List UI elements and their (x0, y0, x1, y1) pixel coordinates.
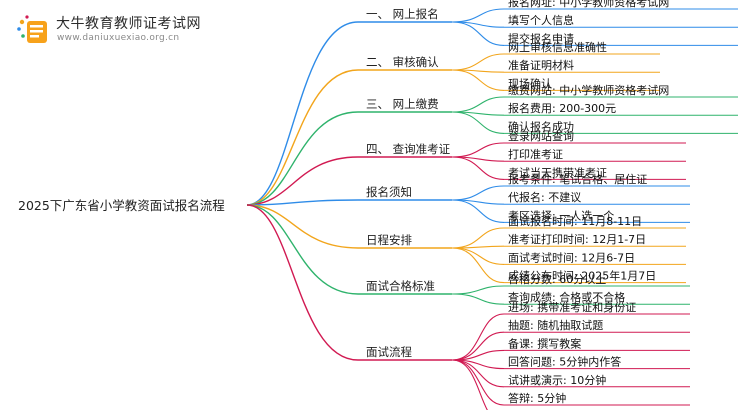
leaf-label: 答辩: 5分钟 (508, 391, 566, 405)
branch-label: 三、 网上缴费 (366, 97, 439, 111)
branch-to-leaf-connector (451, 142, 505, 158)
leaf-label: 合格分数: 60分以上 (508, 272, 606, 286)
root-to-branch-connector (246, 156, 359, 206)
leaf-label: 回答问题: 5分钟内作答 (508, 355, 621, 369)
branch-to-leaf-connector (451, 359, 488, 410)
root-to-branch-connector (246, 21, 359, 206)
brand-logo (14, 12, 52, 46)
leaf-label: 成绩公布时间: 2025年1月7日 (508, 269, 656, 283)
branch-to-leaf-connector (451, 69, 505, 91)
branch-to-leaf-connector (451, 247, 505, 265)
branch-to-leaf-connector (451, 247, 505, 284)
branch-label: 四、 查询准考证 (366, 142, 451, 156)
branch-to-leaf-connector (451, 53, 505, 71)
branch-label: 二、 审核确认 (366, 55, 439, 69)
leaf-label: 进场: 携带准考证和身份证 (508, 300, 636, 314)
branch-to-leaf-connector (451, 21, 505, 46)
leaf-label: 提交报名申请 (508, 31, 574, 45)
branch-to-leaf-connector (451, 111, 505, 134)
branch-to-leaf-connector (451, 313, 505, 361)
branch-to-leaf-connector (451, 227, 505, 249)
branch-to-leaf-connector (451, 8, 505, 23)
root-to-branch-connector (246, 199, 359, 206)
brand-name: 大牛教育教师证考试网 (56, 16, 201, 32)
root-to-branch-connector (246, 69, 359, 206)
leaf-label: 备课: 撰写教案 (508, 336, 581, 350)
leaf-label: 确认报名成功 (508, 119, 574, 133)
branch-label: 日程安排 (366, 233, 412, 247)
leaf-label: 准备证明材料 (508, 58, 574, 72)
leaf-label: 现场确认 (508, 76, 552, 90)
branch-to-leaf-connector (451, 359, 505, 406)
leaf-label: 代报名: 不建议 (508, 190, 581, 204)
leaf-label: 报考条件: 笔试合格、居住证 (508, 172, 647, 186)
leaf-label: 试讲或演示: 10分钟 (508, 373, 606, 387)
leaf-label: 抽题: 随机抽取试题 (508, 318, 603, 332)
root-title: 2025下广东省小学教资面试报名流程 (18, 198, 225, 213)
leaf-label: 考区选择: 一人选一个 (508, 208, 614, 222)
branch-to-leaf-connector (451, 185, 505, 201)
leaf-label: 填写个人信息 (508, 13, 574, 27)
leaf-label: 登录网站查询 (508, 129, 574, 143)
root-to-branch-connector (246, 204, 359, 249)
leaf-label: 考试当天携带准考证 (508, 165, 607, 179)
brand-url: www.daniuxuexiao.org.cn (57, 33, 180, 43)
leaf-label: 报名网址: 中小学教师资格考试网 (508, 0, 669, 9)
root-to-branch-connector (246, 204, 359, 361)
root-to-branch-connector (246, 111, 359, 206)
leaf-label: 面试考试时间: 12月6-7日 (508, 251, 635, 264)
leaf-label: 查询成绩: 合格或不合格 (508, 290, 625, 304)
leaf-label: 打印准考证 (508, 147, 563, 161)
leaf-label: 网上审核信息准确性 (508, 40, 607, 54)
leaf-label: 缴费网站: 中小学教师资格考试网 (508, 83, 669, 97)
leaf-label: 面试报名时间: 11月8-11日 (508, 214, 642, 228)
leaf-label: 准考证打印时间: 12月1-7日 (508, 232, 646, 246)
leaf-label: 报名费用: 200-300元 (508, 101, 616, 115)
branch-label: 面试流程 (366, 345, 412, 359)
branch-to-leaf-connector (451, 285, 505, 295)
branch-label: 面试合格标准 (366, 279, 435, 293)
branch-to-leaf-connector (451, 293, 505, 305)
branch-label: 一、 网上报名 (366, 7, 439, 21)
root-to-branch-connector (246, 204, 359, 295)
branch-to-leaf-connector (451, 156, 505, 180)
branch-label: 报名须知 (366, 185, 412, 199)
branch-to-leaf-connector (451, 199, 505, 223)
branch-to-leaf-connector (451, 96, 505, 113)
